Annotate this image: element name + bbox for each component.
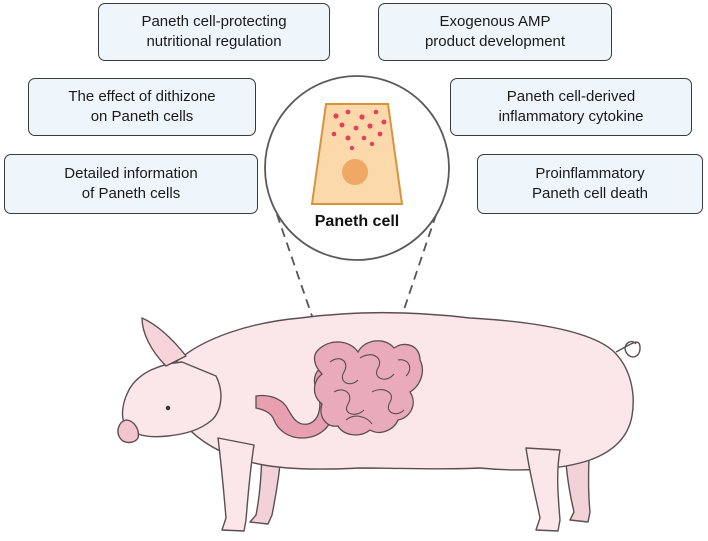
paneth-cell-icon xyxy=(310,103,404,205)
granules xyxy=(331,109,387,151)
paneth-cell-label: Paneth cell xyxy=(315,213,399,230)
box-inflammatory-cytokine: Paneth cell-derived inflammatory cytokin… xyxy=(450,78,692,136)
box-amp-product-development: Exogenous AMP product development xyxy=(378,3,612,61)
box-paneth-cell-death: Proinflammatory Paneth cell death xyxy=(477,154,703,214)
box-detailed-information: Detailed information of Paneth cells xyxy=(4,154,258,214)
box-dithizone-effect: The effect of dithizone on Paneth cells xyxy=(28,78,256,136)
nucleus xyxy=(342,159,368,185)
box-nutritional-regulation: Paneth cell-protecting nutritional regul… xyxy=(98,3,330,61)
intestine-icon xyxy=(313,340,424,436)
